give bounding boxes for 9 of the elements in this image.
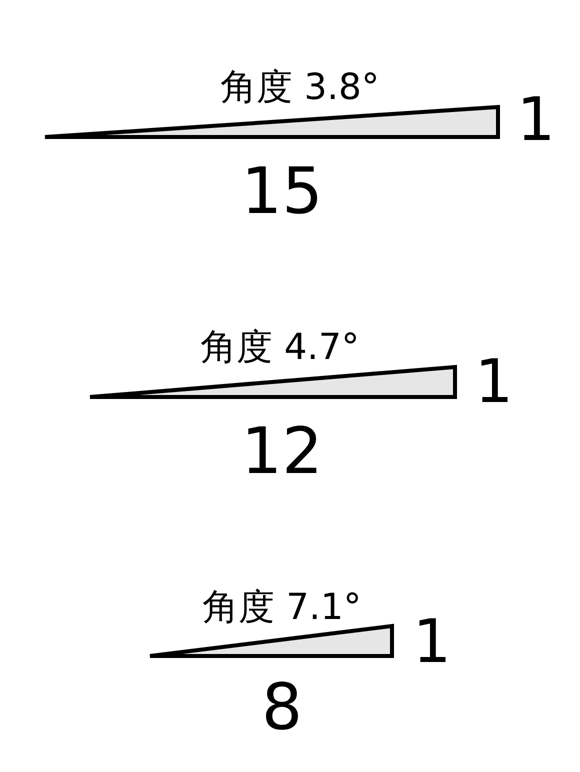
rise-label: 1 xyxy=(474,352,514,412)
run-label: 15 xyxy=(241,160,323,224)
rise-label: 1 xyxy=(412,612,452,672)
run-label: 8 xyxy=(262,676,302,740)
angle-label: 角度 3.8° xyxy=(220,70,380,106)
run-label: 12 xyxy=(241,420,323,484)
angle-label: 角度 4.7° xyxy=(200,330,360,366)
rise-label: 1 xyxy=(516,90,556,150)
angle-label: 角度 7.1° xyxy=(202,590,362,626)
